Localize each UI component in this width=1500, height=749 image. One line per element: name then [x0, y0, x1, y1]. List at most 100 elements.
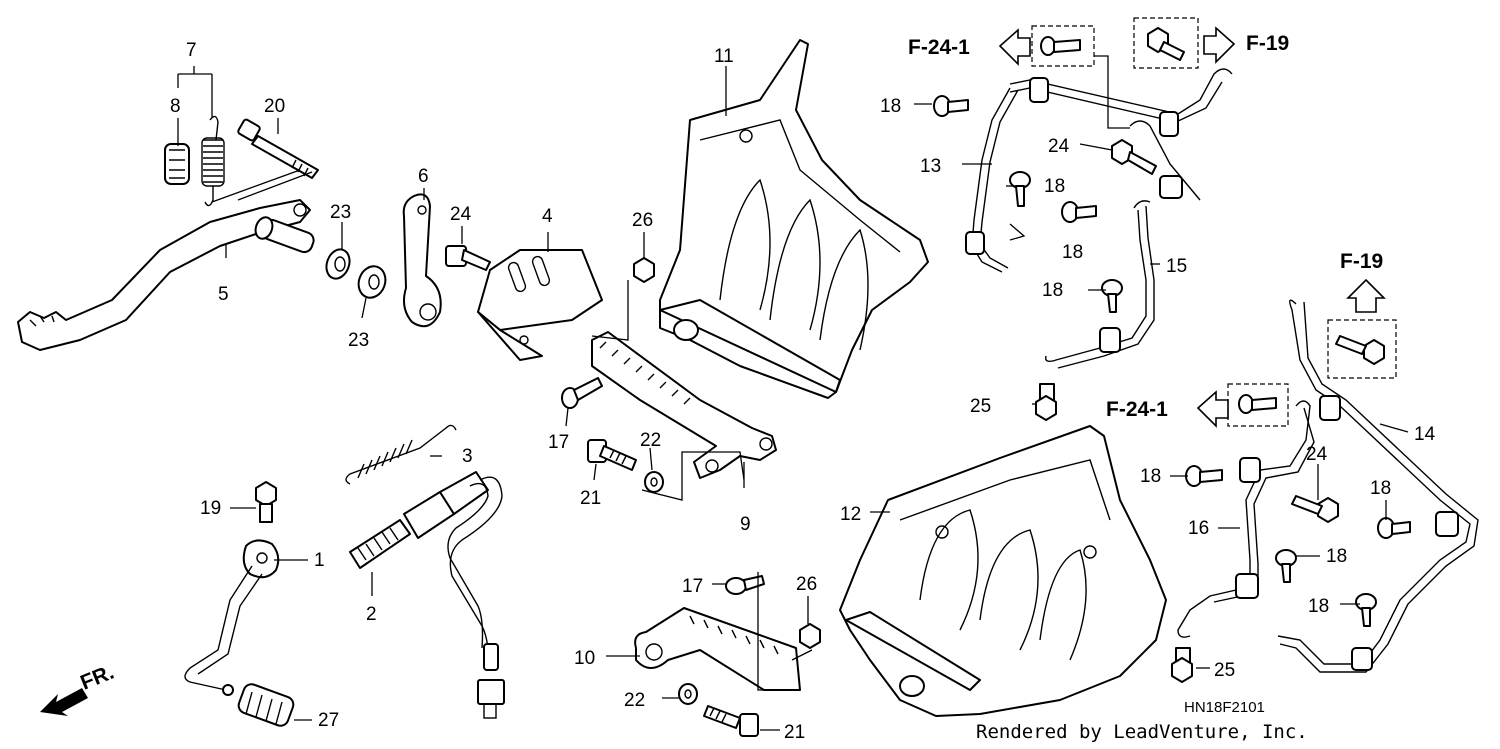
callout-9: 9: [740, 514, 751, 535]
front-arrow-icon: [40, 688, 88, 716]
callout-6: 6: [418, 166, 429, 187]
callout-2: 2: [366, 604, 377, 625]
callout-13: 13: [920, 156, 941, 177]
callout-19: 19: [200, 498, 221, 519]
callout-12: 12: [840, 504, 861, 525]
callout-10: 10: [574, 648, 595, 669]
callout-11: 11: [714, 46, 734, 67]
bolt-18-a: [933, 95, 969, 117]
nut-26-lower: [799, 623, 821, 649]
ref-box-top-right: [1133, 17, 1199, 69]
ref-f19-top: F-19: [1246, 32, 1289, 55]
callout-3: 3: [462, 446, 473, 467]
brake-pedal-5: [17, 199, 311, 351]
boot-27: [237, 683, 295, 727]
bolt-18-b: [1009, 171, 1031, 207]
bolt-25-lower: [1171, 647, 1193, 683]
heel-guard-12: [839, 425, 1167, 717]
callout-25a: 25: [970, 396, 991, 417]
callout-24c: 24: [1306, 444, 1328, 465]
bolt-20: [237, 118, 319, 179]
callout-22b: 22: [624, 690, 645, 711]
callout-18a: 18: [880, 96, 901, 117]
callout-18f: 18: [1370, 478, 1391, 499]
bearing-23b: [357, 265, 387, 299]
ref-f24-top: F-24-1: [908, 36, 970, 59]
heel-guard-11: [659, 39, 929, 399]
ref-arrow-left-mid: [1196, 390, 1229, 428]
bolt-21-upper: [587, 439, 637, 471]
brake-pedal-group: [17, 115, 442, 351]
nut-26-upper: [633, 257, 655, 283]
washer-22-lower: [678, 683, 698, 705]
callout-22: 22: [640, 430, 661, 451]
callout-27: 27: [318, 710, 339, 731]
callout-16: 16: [1188, 518, 1209, 539]
rod-13: [965, 68, 1233, 273]
callout-18h: 18: [1308, 596, 1329, 617]
bolt-25-upper: [1035, 383, 1057, 421]
callout-21: 21: [580, 488, 601, 509]
washer-22-upper: [644, 471, 664, 493]
rod-15: [1045, 120, 1201, 369]
spring-7: [201, 115, 225, 207]
bolt-18-c: [1061, 201, 1097, 223]
brake-rod-1: [184, 539, 280, 696]
bracket-4: [477, 249, 603, 361]
bolt-19: [255, 481, 277, 523]
brake-arm-6: [402, 193, 442, 328]
callout-23b: 23: [348, 330, 369, 351]
callout-5: 5: [218, 284, 229, 305]
callout-20: 20: [264, 96, 285, 117]
bolt-18-f: [1377, 517, 1411, 539]
callouts: 7 8 20 23 5 23 6 24 4 26 11 17 22 21 9 3…: [77, 32, 1435, 743]
bolt-21-lower: [703, 705, 759, 737]
bolt-18-h: [1355, 593, 1377, 627]
callout-15: 15: [1166, 256, 1187, 277]
pin-17-upper: [561, 377, 603, 409]
return-spring-3: [345, 424, 457, 485]
credit-text: Rendered by LeadVenture, Inc.: [976, 721, 1308, 743]
pivot-shaft: [254, 216, 315, 254]
callout-24b: 24: [1048, 136, 1070, 157]
callout-26b: 26: [796, 574, 817, 595]
callout-23a: 23: [330, 202, 351, 223]
callout-18g: 18: [1326, 546, 1347, 567]
callout-26a: 26: [632, 210, 653, 231]
callout-18b: 18: [1044, 176, 1065, 197]
callout-24a: 24: [450, 204, 472, 225]
ref-arrow-right-top: [1203, 26, 1236, 64]
brake-switch-2: [349, 471, 505, 719]
pin-17-lower: [725, 575, 765, 595]
callout-1: 1: [314, 550, 325, 571]
ref-arrow-left-top: [998, 28, 1031, 66]
ref-f19-right: F-19: [1340, 250, 1383, 273]
callout-7: 7: [186, 40, 197, 61]
callout-18e: 18: [1140, 466, 1161, 487]
callout-21b: 21: [784, 722, 805, 743]
rod-14: [1277, 299, 1479, 673]
callout-18c: 18: [1062, 242, 1083, 263]
bolt-18-g: [1275, 549, 1297, 583]
callout-25b: 25: [1214, 660, 1235, 681]
front-marker: FR.: [77, 661, 117, 695]
boot-8: [164, 143, 190, 185]
bolt-18-e: [1185, 465, 1223, 487]
callout-8: 8: [170, 96, 181, 117]
ref-box-mid: [1227, 383, 1289, 427]
leader-lines: [177, 55, 1409, 731]
ref-box-right: [1327, 319, 1397, 379]
bolt-24-left: [445, 245, 491, 271]
bolt-24-upper-right: [1111, 139, 1157, 175]
callout-18d: 18: [1042, 280, 1063, 301]
callout-17: 17: [548, 432, 569, 453]
bolt-24-lower-right: [1291, 495, 1339, 523]
diagram-code: HN18F2101: [1184, 699, 1265, 716]
callout-17b: 17: [682, 576, 703, 597]
ref-box-top-left: [1031, 25, 1095, 67]
rod-16: [1177, 400, 1315, 638]
callout-14: 14: [1414, 424, 1436, 445]
ref-f24-mid: F-24-1: [1106, 398, 1168, 421]
footpeg-10: [634, 607, 801, 691]
